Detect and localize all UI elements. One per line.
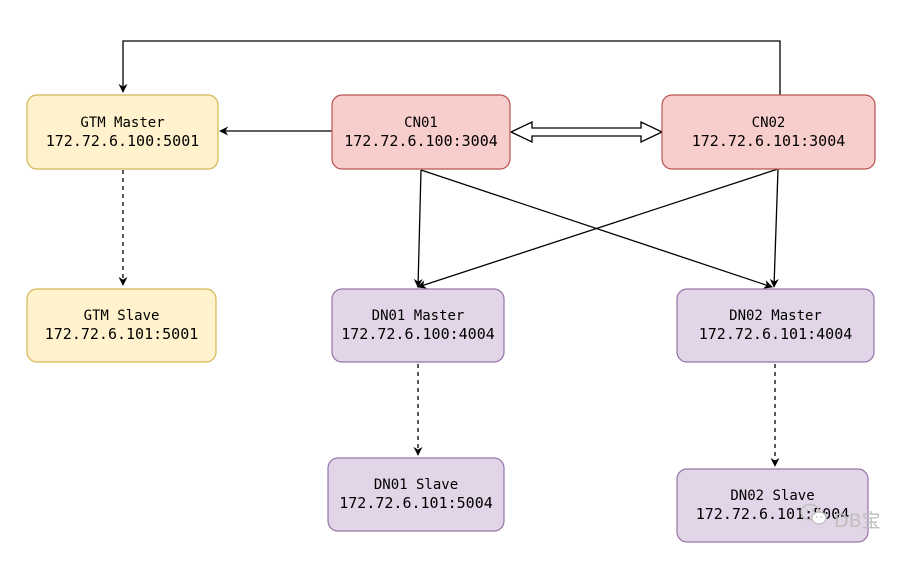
node-dn01-master[interactable]: DN01 Master 172.72.6.100:4004 [331,288,505,363]
node-dn02-master[interactable]: DN02 Master 172.72.6.101:4004 [676,288,875,363]
node-cn01[interactable]: CN01 172.72.6.100:3004 [331,94,511,170]
watermark: DB宝 [800,503,881,532]
node-gtm-slave[interactable]: GTM Slave 172.72.6.101:5001 [26,288,217,363]
node-gtm-master-name: GTM Master [80,115,164,131]
node-dn02-slave-address: 172.72.6.101:5004 [696,505,850,523]
node-dn02-slave-name: DN02 Slave [730,488,814,504]
edge-cn02-to-gtm-master [118,40,781,95]
node-dn01-slave-name: DN01 Slave [374,477,458,493]
node-cn02[interactable]: CN02 172.72.6.101:3004 [661,94,876,170]
node-dn01-master-address: 172.72.6.100:4004 [341,325,495,343]
node-dn02-master-name: DN02 Master [729,308,822,324]
node-dn01-slave-address: 172.72.6.101:5004 [339,494,493,512]
wechat-icon [800,503,827,525]
node-dn02-master-address: 172.72.6.101:4004 [699,325,853,343]
node-cn02-name: CN02 [752,115,786,131]
node-gtm-master-address: 172.72.6.100:5001 [46,132,200,150]
node-cn01-address: 172.72.6.100:3004 [344,132,498,150]
edge-cn01-to-dn01-master [413,169,423,288]
node-cn02-address: 172.72.6.101:3004 [692,132,846,150]
edge-cn02-to-dn02-master [769,168,779,288]
edge-cn-bidirectional [509,120,664,144]
edge-cn02-to-dn01-master [417,168,779,289]
node-gtm-slave-name: GTM Slave [84,308,160,324]
node-gtm-slave-address: 172.72.6.101:5001 [45,325,199,343]
node-gtm-master[interactable]: GTM Master 172.72.6.100:5001 [26,94,219,170]
node-dn01-slave[interactable]: DN01 Slave 172.72.6.101:5004 [327,457,505,532]
node-cn01-name: CN01 [404,115,438,131]
watermark-text: DB宝 [834,510,881,532]
node-dn01-master-name: DN01 Master [372,308,465,324]
edges [118,40,781,467]
